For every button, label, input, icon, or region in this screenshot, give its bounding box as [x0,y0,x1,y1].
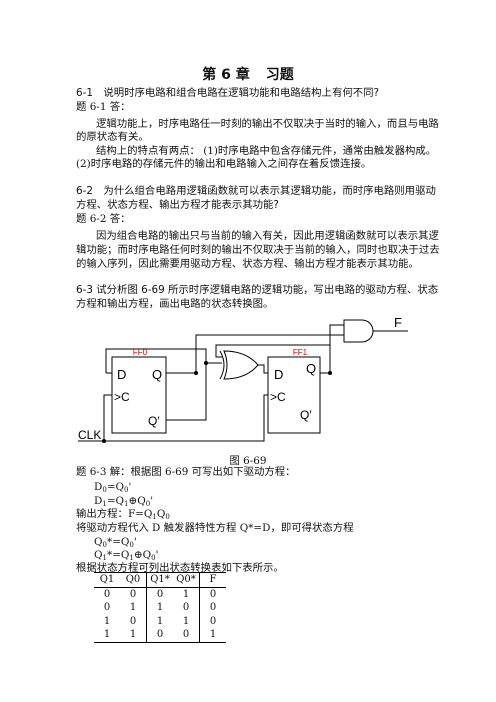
junction-dot [102,439,106,443]
answer-6-2-line: 辑功能；而时序电路任何时刻的输出不仅取决于当前的输入，同时也取决于过去 [76,244,440,256]
c1-pin-label: >C [270,390,286,404]
circuit-diagram: FF0 FF1 D Q >C Q′ D Q >C Q′ CLK F [78,315,408,443]
chapter-title: 第 6 章习题 [0,64,496,84]
junction-dot [204,361,208,365]
equation-q0: Q0*=Q0' [94,536,137,549]
xor-gate-body [223,350,259,380]
wire-q1-to-and [320,324,344,374]
q1-pin-label: Q [306,361,316,376]
table-cell: 0 [209,588,217,600]
col-q1-next: Q1* [146,572,173,588]
answer-6-2-line: 的输入序列，因此需要用驱动方程、状态方程、输出方程才能表示其功能。 [76,258,419,270]
chapter-name: 习题 [265,67,294,83]
wire-q0n-to-xor [166,362,222,421]
table-cell: 0 [103,602,111,614]
answer-6-1-line: 结构上的特点有两点： (1)时序电路中包含存储元件，通常由触发器构成。 [96,145,437,157]
q1n-pin-label: Q′ [300,408,312,422]
table-cell: 0 [103,588,111,600]
ff0-label: FF0 [133,348,148,357]
table-cell: 0 [209,602,217,614]
figure-caption: 图 6-69 [229,455,267,467]
c0-pin-label: >C [114,390,130,404]
table-cell: 0 [209,615,217,627]
table-cell: 1 [173,587,200,601]
question-6-3-line: 方程和输出方程，画出电路的状态转换图。 [76,298,274,310]
col-q0: Q0 [120,572,147,588]
col-f: F [199,572,226,588]
ff1-label: FF1 [293,348,308,357]
answer-6-1-line: 的原状态有关。 [76,131,149,143]
output-equation: 输出方程：F=Q1Q0 [76,508,170,521]
f-output-label: F [394,315,402,330]
table-cell: 0 [120,614,147,628]
table-cell: 1 [103,615,111,627]
col-q1: Q1 [94,572,120,588]
wire-q0-to-and [195,334,344,373]
table-header-row: Q1 Q0 Q1* Q0* F [94,572,226,588]
table-cell: 1 [94,628,120,643]
wire-q1-to-xor [215,344,331,373]
answer-6-1-line: 逻辑功能上，时序电路任一时刻的输出不仅取决于当时的输入，而且与电路 [96,118,439,130]
equation-q1: Q1*=Q1⊕Q0' [94,549,159,562]
question-6-2-line: 6-2 为什么组合电路用逻辑函数就可以表示其逻辑功能，而时序电路则用驱动 [76,185,436,197]
table-cell: 1 [120,601,147,615]
wire-xor-to-d1 [258,364,268,374]
table-cell: 0 [156,588,164,600]
clk-wire-ff0 [103,394,112,441]
question-6-3-line: 6-3 试分析图 6-69 所示时序逻辑电路的逻辑功能，写出电路的驱动方程、状态 [76,284,439,296]
table-cell: 1 [156,602,164,614]
table-cell: 0 [120,587,147,601]
answer-6-3-intro: 题 6-3 解：根据图 6-69 可写出如下驱动方程： [76,466,296,478]
table-cell: 0 [146,628,173,643]
q0n-pin-label: Q′ [148,414,160,428]
clk-label: CLK [78,428,101,442]
table-cell: 0 [173,601,200,615]
answer-label-6-2: 题 6-2 答： [76,213,131,225]
q0-pin-label: Q [152,367,162,382]
junction-dot [194,371,198,375]
answer-6-1-line: (2)时序电路的存储元件的输出和电路输入之间存在着反馈连接。 [76,158,372,170]
table-cell: 1 [156,615,164,627]
wire-feedback-d0 [105,348,207,373]
and-gate [343,319,374,343]
col-q0-next: Q0* [173,572,200,588]
characteristic-text: 将驱动方程代入 D 触发器特性方程 Q*=D，即可得状态方程 [76,522,354,534]
table-cell: 1 [173,614,200,628]
clk-wire [78,394,268,442]
equation-d0: D0=Q0' [94,481,132,494]
d1-pin-label: D [274,367,283,382]
equation-d1: D1=Q1⊕Q0' [94,495,154,508]
table-cell: 0 [173,628,200,643]
answer-6-2-line: 因为组合电路的输出只与当前的输入有关，因此用逻辑函数就可以表示其逻 [96,230,439,242]
d0-pin-label: D [117,367,126,382]
question-6-1: 6-1 说明时序电路和组合电路在逻辑功能和电路结构上有何不同? [76,87,380,99]
table-intro: 根据状态方程可列出状态转换表如下表所示。 [76,562,284,574]
junction-dot [328,371,332,375]
xor-gate-back [219,350,225,380]
table-cell: 1 [199,628,226,643]
answer-label-6-1: 题 6-1 答： [76,101,131,113]
table-cell: 1 [120,628,147,643]
question-6-2-line: 方程、状态方程、输出方程才能表示其功能? [76,199,279,211]
chapter-number: 第 6 章 [202,67,250,83]
